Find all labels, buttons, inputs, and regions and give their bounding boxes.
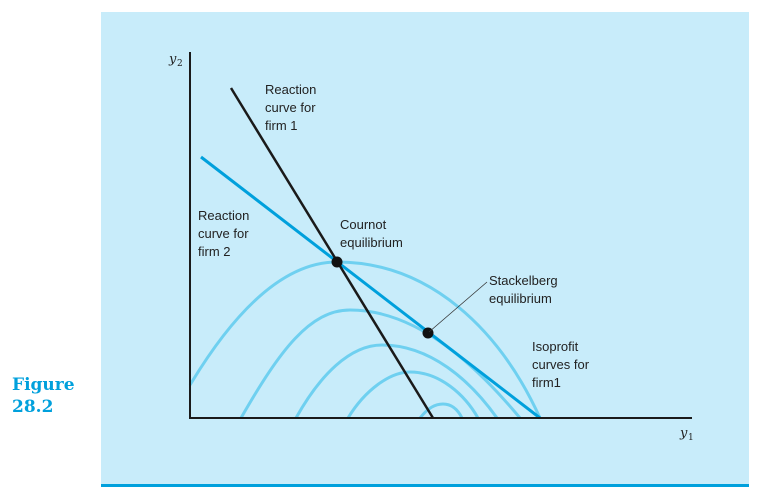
isoprofit-curve-5 (418, 402, 464, 419)
cournot-label: Cournot equilibrium (340, 217, 403, 250)
axes (189, 52, 692, 419)
isoprofit-label: Isoprofit curves for firm1 (532, 339, 593, 390)
x-axis-label: y (679, 426, 688, 441)
figure-number: 28.2 (12, 397, 54, 417)
figure-label: Figure (12, 375, 75, 395)
reaction-firm1-label: Reaction curve for firm 1 (265, 82, 320, 133)
isoprofit-curves (188, 260, 542, 419)
reaction-curve-firm-1 (229, 87, 435, 419)
figure-caption: Figure 28.2 (12, 374, 75, 418)
reaction-firm2-label: Reaction curve for firm 2 (198, 208, 253, 259)
isoprofit-curve-4 (346, 370, 480, 419)
y-axis-subscript: 2 (177, 59, 183, 69)
isoprofit-curve-2 (239, 308, 522, 419)
y-axis-label: y (168, 52, 177, 67)
bottom-rule (101, 484, 749, 487)
reaction-curve-firm-2 (200, 155, 541, 420)
stackelberg-leader (428, 281, 488, 333)
x-axis-subscript: 1 (688, 433, 694, 443)
isoprofit-curve-3 (294, 343, 499, 419)
stackelberg-label: Stackelberg equilibrium (489, 273, 561, 306)
cournot-point (331, 256, 343, 268)
